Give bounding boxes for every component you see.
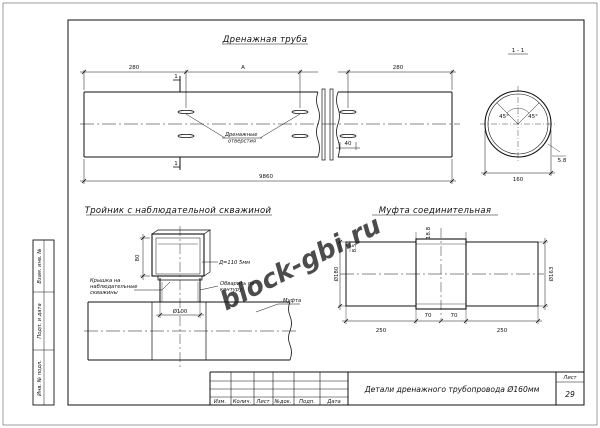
coupling-view bbox=[337, 214, 548, 324]
tb-header-date: Дата bbox=[326, 399, 340, 405]
riser-height: 80 bbox=[135, 254, 141, 261]
coupling-left-small: 8.5 bbox=[352, 243, 358, 252]
wall-thickness: 5.8 bbox=[558, 158, 567, 164]
coupling-right-len: 250 bbox=[497, 328, 508, 334]
lid-note: Крышка на наблюдательные скважины bbox=[90, 278, 139, 296]
coupling-outer-diameter: Ø163 bbox=[548, 266, 555, 281]
holes-note-line: Дренажные bbox=[224, 132, 257, 138]
section-diameter: 160 bbox=[513, 177, 524, 183]
tb-header-sign: Подп. bbox=[299, 399, 315, 405]
dim-hole-step: 40 bbox=[345, 141, 352, 147]
tee-title: Тройник с наблюдательной скважиной bbox=[85, 206, 272, 216]
dim-left-end: 280 bbox=[129, 65, 140, 71]
angle-left: 45° bbox=[499, 114, 509, 120]
coupling-note: Муфта bbox=[283, 298, 301, 304]
lid-note-line: скважины bbox=[90, 290, 118, 296]
section-mark-bottom: 1 bbox=[174, 161, 178, 167]
drain-pipe-view bbox=[80, 43, 460, 184]
dim-total-length: 9860 bbox=[259, 174, 273, 180]
tb-header-change: Изм. bbox=[214, 399, 226, 405]
side-stamp-sign-date: Подп. и дата bbox=[37, 303, 43, 338]
drain-hole bbox=[291, 110, 309, 114]
lid-note-line: Крышка на bbox=[90, 278, 120, 284]
drain-pipe-title: Дренажная труба bbox=[222, 35, 308, 45]
riser-pipe-note: Д=110 5мм bbox=[218, 260, 250, 266]
sheet-label: Лист bbox=[562, 375, 577, 381]
angle-right: 45° bbox=[528, 114, 538, 120]
title-block bbox=[209, 371, 584, 405]
coupling-left-len: 250 bbox=[376, 328, 387, 334]
drawing-main-title: Детали дренажного трубопровода Ø160мм bbox=[364, 385, 540, 394]
sheet-inner-frame bbox=[67, 19, 585, 406]
tb-header-doc: №док. bbox=[274, 399, 292, 405]
drain-hole bbox=[177, 134, 195, 138]
observation-well-lid bbox=[151, 233, 205, 277]
holes-note: Дренажные отверстия bbox=[224, 132, 259, 145]
coupling-mid-right: 70 bbox=[451, 313, 458, 319]
side-stamp bbox=[32, 239, 55, 406]
holes-note-line: отверстия bbox=[228, 139, 256, 145]
dim-right-end: 280 bbox=[393, 65, 404, 71]
section-title: 1 - 1 bbox=[512, 48, 524, 54]
lid-note-line: наблюдательные bbox=[90, 284, 137, 290]
section-mark-top: 1 bbox=[174, 74, 178, 80]
section-1-1-view bbox=[480, 53, 566, 176]
seat-note: Обварить по контуру bbox=[220, 281, 256, 293]
dim-middle: A bbox=[241, 65, 245, 71]
drain-hole bbox=[291, 134, 309, 138]
coupling-inner-diameter: Ø180 bbox=[333, 266, 340, 281]
coupling-title: Муфта соединительная bbox=[379, 206, 492, 216]
side-stamp-replace: Взам. инв. № bbox=[37, 248, 43, 283]
drain-hole bbox=[177, 110, 195, 114]
sheet-number: 29 bbox=[565, 390, 575, 399]
seat-note-line: контуру bbox=[220, 287, 243, 293]
tb-header-qty: Колич. bbox=[233, 399, 251, 405]
drain-hole bbox=[339, 134, 357, 138]
tee-view bbox=[84, 214, 300, 370]
coupling-mid-left: 70 bbox=[425, 313, 432, 319]
drain-hole bbox=[339, 110, 357, 114]
coupling-top-dim: 18.8 bbox=[426, 226, 432, 239]
riser-diameter: Ø100 bbox=[173, 308, 188, 315]
tb-header-sheet: Лист bbox=[255, 399, 270, 405]
side-stamp-inv: Инв. № подл. bbox=[37, 360, 43, 396]
seat-note-line: Обварить по bbox=[220, 281, 254, 287]
